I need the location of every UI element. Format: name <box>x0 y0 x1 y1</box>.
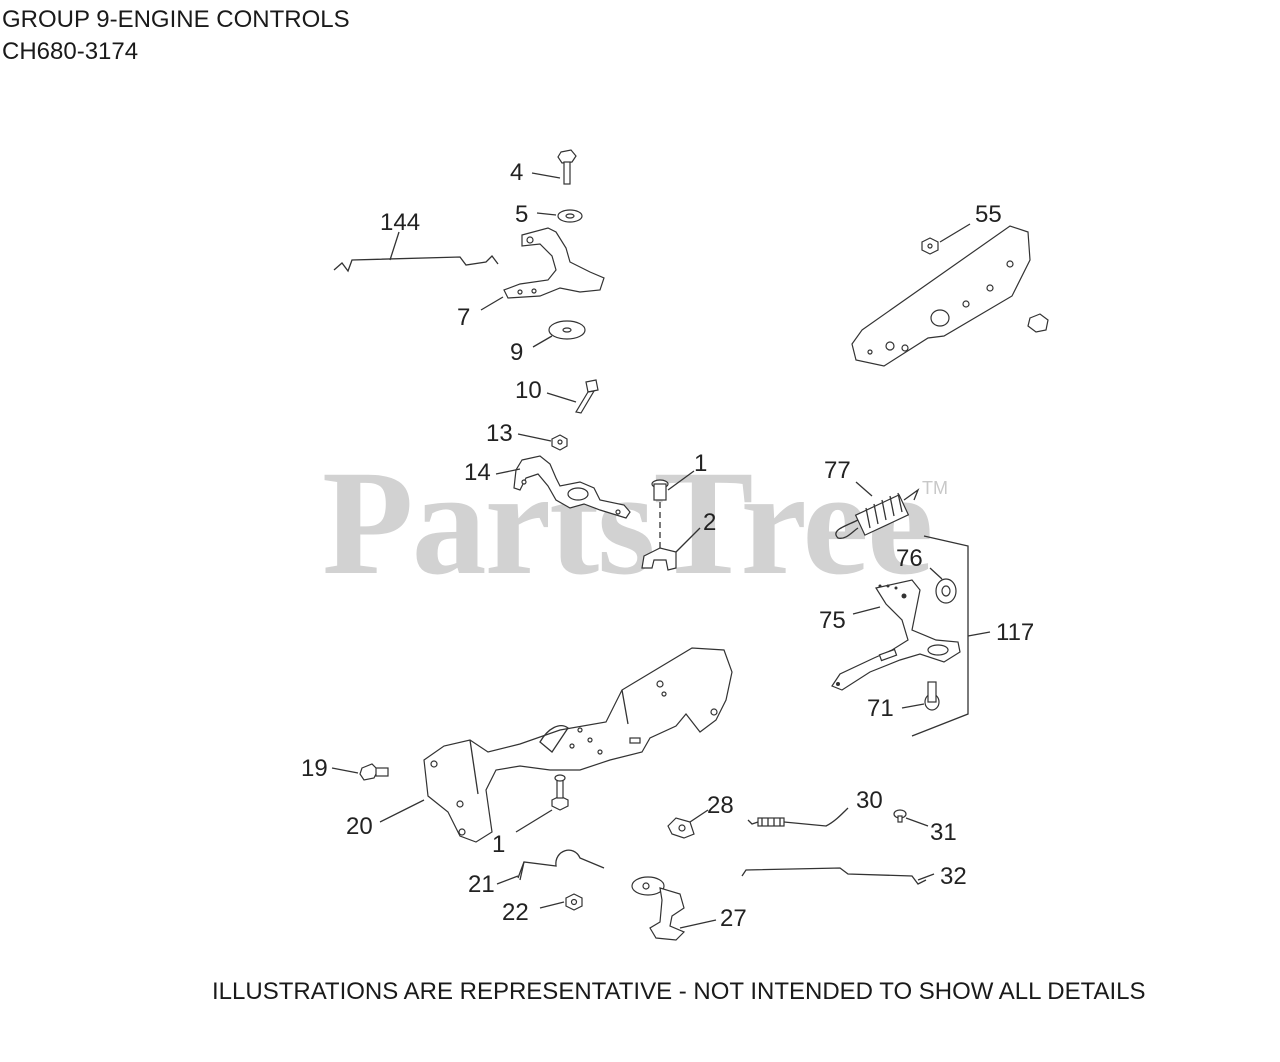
part-7-bracket[interactable] <box>503 227 605 299</box>
part-31-screw[interactable] <box>893 809 907 823</box>
watermark-trademark: TM <box>922 478 948 498</box>
callout-5[interactable]: 5 <box>515 201 528 228</box>
callout-9[interactable]: 9 <box>510 339 523 366</box>
callout-22[interactable]: 22 <box>502 899 529 926</box>
callout-27[interactable]: 27 <box>720 905 747 932</box>
part-71-pin[interactable] <box>924 681 940 711</box>
callout-71[interactable]: 71 <box>867 695 894 722</box>
part-28-clip[interactable] <box>667 817 695 839</box>
part-20-main-bracket[interactable] <box>423 647 733 843</box>
model-number: CH680-3174 <box>2 38 139 65</box>
part-77-spring[interactable] <box>835 488 920 539</box>
callout-31[interactable]: 31 <box>930 819 957 846</box>
part-75-lever[interactable] <box>831 579 961 691</box>
part-plate-bolt[interactable] <box>1027 313 1049 333</box>
part-4-bolt[interactable] <box>557 149 577 185</box>
part-144-rod[interactable] <box>333 255 499 273</box>
part-1-bolt[interactable] <box>551 774 569 811</box>
part-13-nut[interactable] <box>551 434 568 451</box>
callout-14[interactable]: 14 <box>464 459 491 486</box>
callout-19[interactable]: 19 <box>301 755 328 782</box>
part-10-pin[interactable] <box>575 379 599 414</box>
part-30-spring[interactable] <box>747 807 849 827</box>
callout-10[interactable]: 10 <box>515 377 542 404</box>
part-19-bolt[interactable] <box>359 763 389 781</box>
part-55-nut[interactable] <box>921 237 939 255</box>
assembly-117-bracket <box>911 535 969 737</box>
watermark: PartsTree <box>322 440 933 606</box>
callout-55[interactable]: 55 <box>975 201 1002 228</box>
callout-20[interactable]: 20 <box>346 813 373 840</box>
callout-77[interactable]: 77 <box>824 457 851 484</box>
callout-30[interactable]: 30 <box>856 787 883 814</box>
callout-32[interactable]: 32 <box>940 863 967 890</box>
callout-28[interactable]: 28 <box>707 792 734 819</box>
diagram-title: GROUP 9-ENGINE CONTROLS <box>2 6 350 33</box>
disclaimer-footer: ILLUSTRATIONS ARE REPRESENTATIVE - NOT I… <box>212 978 1146 1005</box>
callout-75[interactable]: 75 <box>819 607 846 634</box>
part-21-spring[interactable] <box>517 849 605 881</box>
part-9-washer[interactable] <box>548 320 586 340</box>
callout-2[interactable]: 2 <box>703 509 716 536</box>
callout-117[interactable]: 117 <box>996 619 1034 646</box>
callout-13[interactable]: 13 <box>486 420 513 447</box>
callout-7[interactable]: 7 <box>457 304 470 331</box>
part-1-screw[interactable] <box>651 479 669 501</box>
callout-144[interactable]: 144 <box>380 209 420 236</box>
callout-1-top[interactable]: 1 <box>694 450 707 477</box>
part-5-washer[interactable] <box>557 209 583 223</box>
part-14-lever[interactable] <box>513 455 631 519</box>
part-2-clip[interactable] <box>641 547 677 571</box>
callout-4[interactable]: 4 <box>510 159 523 186</box>
callout-1-bottom[interactable]: 1 <box>492 831 505 858</box>
part-mounting-plate[interactable] <box>851 225 1031 367</box>
callout-21[interactable]: 21 <box>468 871 495 898</box>
callout-76[interactable]: 76 <box>896 545 923 572</box>
part-22-nut[interactable] <box>565 893 583 911</box>
part-27-bracket[interactable] <box>631 876 686 941</box>
part-32-rod[interactable] <box>741 867 927 885</box>
part-76-bushing[interactable] <box>935 578 957 604</box>
